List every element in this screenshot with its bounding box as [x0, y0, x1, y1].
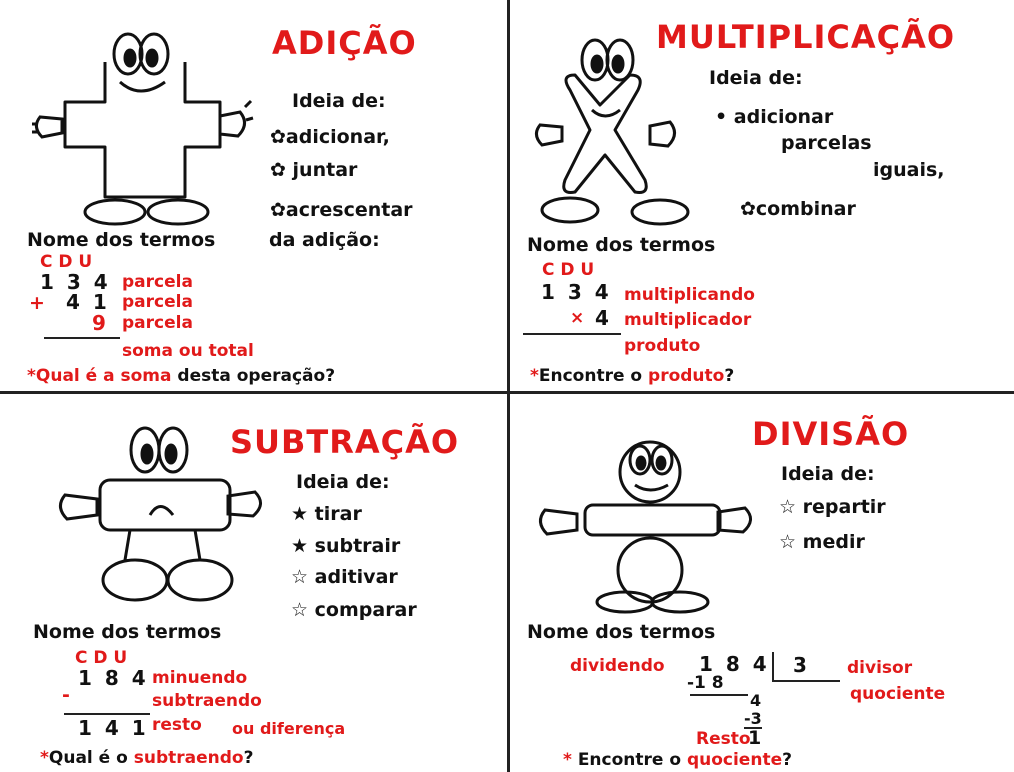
division-idea-heading: Ideia de:: [781, 463, 875, 485]
division-idea-1: ☆ repartir: [779, 496, 886, 518]
division-character-icon: [539, 440, 752, 614]
division-step-3: -3: [744, 709, 762, 728]
multiplication-idea-2: parcelas: [781, 132, 872, 154]
subtraction-question: *Qual é o subtraendo?: [40, 748, 254, 768]
multiplication-idea-3: iguais,: [873, 159, 945, 181]
flower-bullet-icon: ✿: [740, 198, 756, 220]
flower-bullet-icon: •: [715, 106, 734, 128]
subtraction-idea-heading: Ideia de:: [296, 471, 390, 493]
addition-label-2: parcela: [122, 292, 193, 312]
subtraction-idea-3: ☆ aditivar: [291, 566, 398, 588]
addition-terms-heading-suffix: da adição:: [269, 229, 380, 251]
subtraction-terms-heading: Nome dos termos: [33, 621, 222, 643]
multiplication-terms-heading: Nome dos termos: [527, 234, 716, 256]
star-bullet-icon: ☆: [291, 566, 315, 588]
addition-number-3: 9: [92, 311, 109, 335]
division-divisor: 3: [793, 653, 810, 677]
flower-bullet-icon: ✿: [270, 126, 286, 148]
division-divisor-label: divisor: [847, 658, 913, 678]
multiplication-idea-heading: Ideia de:: [709, 67, 803, 89]
division-idea-2: ☆ medir: [779, 531, 865, 553]
division-step-1-line: [690, 694, 748, 696]
multiplication-product-line: [523, 333, 621, 335]
subtraction-place-values: C D U: [75, 648, 128, 668]
plus-character-icon: [32, 32, 254, 226]
multiplication-number-2: 4: [595, 306, 612, 330]
multiplication-label-1: multiplicando: [624, 285, 755, 305]
vertical-divider: [507, 0, 510, 772]
addition-title: ADIÇÃO: [272, 24, 417, 62]
division-bracket-horizontal: [772, 680, 840, 682]
subtraction-minus-sign: -: [62, 684, 70, 706]
subtraction-title: SUBTRAÇÃO: [230, 423, 460, 461]
flower-bullet-icon: ✿: [270, 199, 286, 221]
star-bullet-icon: ★: [291, 535, 315, 557]
addition-idea-1: ✿adicionar,: [270, 126, 390, 148]
star-bullet-icon: ☆: [779, 496, 803, 518]
multiplication-number-1: 1 3 4: [541, 280, 612, 304]
division-terms-heading: Nome dos termos: [527, 621, 716, 643]
addition-terms-heading: Nome dos termos: [27, 229, 216, 251]
multiplication-title: MULTIPLICAÇÃO: [656, 18, 956, 56]
times-character-icon: [535, 38, 690, 226]
subtraction-result-number: 1 4 1: [78, 716, 149, 740]
addition-idea-3: ✿acrescentar: [270, 199, 413, 221]
multiplication-label-2: multiplicador: [624, 310, 752, 330]
addition-place-values: C D U: [40, 252, 93, 272]
addition-sum-line: [44, 337, 120, 339]
division-quotient-label: quociente: [850, 684, 946, 704]
multiplication-idea-4: ✿combinar: [740, 198, 856, 220]
division-step-2: 4: [750, 691, 762, 710]
star-bullet-icon: ☆: [779, 531, 803, 553]
subtraction-result-label: resto: [152, 715, 202, 735]
addition-number-1: 1 3 4: [40, 270, 111, 294]
addition-idea-heading: Ideia de:: [292, 90, 386, 112]
multiplication-idea-1: • adicionar: [715, 106, 834, 128]
multiplication-result-label: produto: [624, 336, 701, 356]
addition-number-2: 4 1: [66, 290, 110, 314]
flower-bullet-icon: ✿: [270, 159, 293, 181]
subtraction-number-1: 1 8 4: [78, 666, 149, 690]
horizontal-divider: [0, 391, 1014, 394]
star-bullet-icon: ☆: [291, 599, 315, 621]
division-step-1: -1 8: [687, 673, 724, 693]
subtraction-idea-1: ★ tirar: [291, 503, 362, 525]
addition-idea-2: ✿ juntar: [270, 159, 358, 181]
division-bracket-vertical: [772, 652, 774, 682]
addition-result-label: soma ou total: [122, 341, 254, 361]
subtraction-idea-2: ★ subtrair: [291, 535, 401, 557]
division-step-3-line: [744, 727, 762, 729]
division-dividend-label: dividendo: [570, 656, 665, 676]
division-remainder-label: Resto: [696, 729, 751, 749]
subtraction-label-1: minuendo: [152, 668, 248, 688]
division-title: DIVISÃO: [752, 415, 910, 453]
subtraction-label-2: subtraendo: [152, 691, 262, 711]
addition-plus-sign: +: [29, 292, 45, 314]
division-question: * Encontre o quociente?: [563, 750, 792, 770]
subtraction-result-extra: ou diferença: [232, 719, 346, 738]
addition-label-3: parcela: [122, 313, 193, 333]
minus-character-icon: [59, 426, 262, 602]
star-bullet-icon: ★: [291, 503, 315, 525]
addition-question: *Qual é a soma desta operação?: [27, 366, 336, 386]
division-remainder: 1: [748, 727, 762, 749]
division-dividend: 1 8 4: [699, 652, 770, 676]
addition-label-1: parcela: [122, 272, 193, 292]
subtraction-result-line: [64, 713, 150, 715]
multiplication-place-values: C D U: [542, 260, 595, 280]
multiplication-question: *Encontre o produto?: [530, 366, 735, 386]
subtraction-idea-4: ☆ comparar: [291, 599, 417, 621]
multiplication-times-sign: ×: [570, 308, 585, 328]
